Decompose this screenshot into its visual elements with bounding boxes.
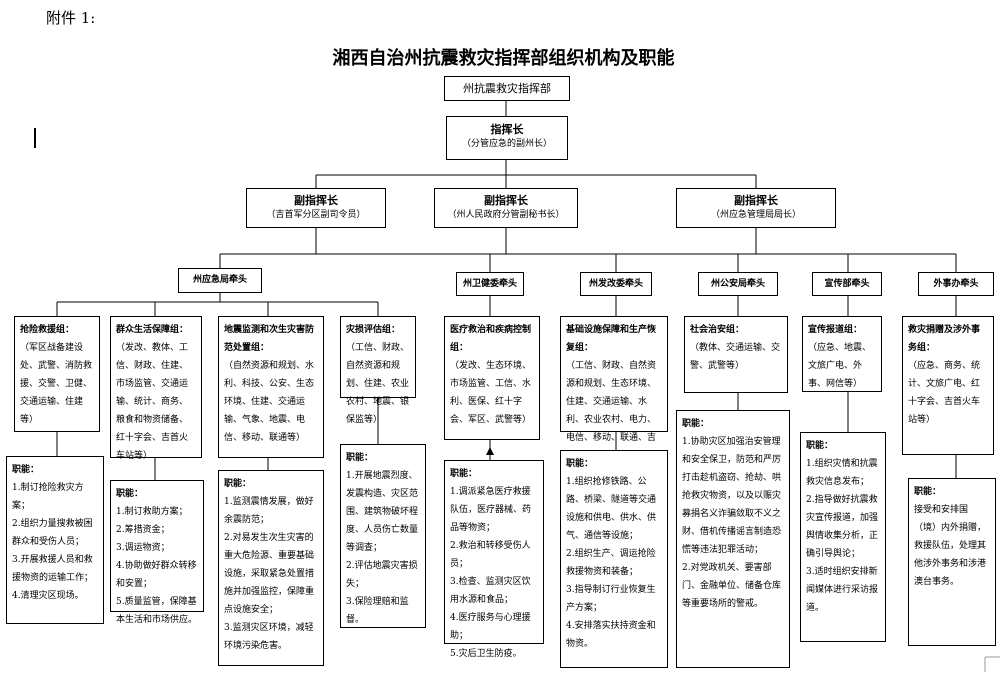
- duty-box-medical: 职能： 1.调派紧急医疗救援队伍，医疗器械、药品等物资； 2.救治和转移受伤人员…: [444, 460, 544, 659]
- commander-title: 指挥长: [490, 123, 524, 136]
- page-title: 湘西自治州抗震救灾指挥部组织机构及职能: [332, 48, 675, 69]
- group-members: （工信、财政、自然资源和规划、生态环境、住建、交通运输、水利、农业农村、电力、电…: [566, 361, 657, 461]
- deputy-box-3: 副指挥长 （州应急管理局局长）: [676, 188, 836, 228]
- group-members: （军区战备建设处、武警、消防救援、交警、卫健、交通运输、住建等）: [20, 343, 93, 425]
- hq-box: 州抗震救灾指挥部: [444, 76, 570, 101]
- group-members: （应急、商务、统计、文旅广电、红十字会、吉首火车站等）: [908, 361, 981, 425]
- deputy-subtitle: （吉首军分区副司令员）: [266, 210, 366, 220]
- group-box-livelihood: 群众生活保障组： （发改、教体、工信、财政、住建、市场监管、交通运输、统计、商务…: [110, 316, 202, 461]
- duty-box-livelihood: 职能： 1.制订救助方案； 2.筹措资金； 3.调运物资； 4.协助做好群众转移…: [110, 480, 204, 625]
- group-name: 抢险救援组：: [20, 325, 75, 335]
- commander-box: 指挥长 （分管应急的副州长）: [446, 116, 568, 160]
- deputy-title: 副指挥长: [734, 194, 778, 207]
- duty-box-assessment: 职能： 1.开展地震烈度、发震构造、灾区范围、建筑物破坏程度、人员伤亡数量等调查…: [340, 444, 426, 628]
- group-members: （发改、教体、工信、财政、住建、市场监管、交通运输、统计、商务、粮食和物资储备、…: [116, 343, 189, 461]
- lead-box-health: 州卫健委牵头: [456, 272, 524, 296]
- duty-text: 1.制订抢险救灾方案； 2.组织力量搜救被困群众和受伤人员； 3.开展救援人员和…: [12, 483, 94, 601]
- duty-label: 职能：: [346, 453, 374, 463]
- duty-label: 职能：: [566, 459, 594, 469]
- lead-box-foreign-affairs: 外事办牵头: [918, 272, 994, 296]
- duty-box-infrastructure: 职能： 1.组织抢修铁路、公路、桥梁、隧道等交通设施和供电、供水、供气、通信等设…: [560, 450, 668, 668]
- attachment-label: 附件 1:: [46, 9, 96, 27]
- duty-box-publicity: 职能： 1.组织灾情和抗震救灾信息发布； 2.指导做好抗震救灾宣传报道，加强舆情…: [800, 432, 886, 642]
- group-box-donation: 救灾捐赠及涉外事务组： （应急、商务、统计、文旅广电、红十字会、吉首火车站等）: [902, 316, 994, 455]
- duty-box-monitoring: 职能： 1.监测震情发展，做好余震防范； 2.对易发生次生灾害的重大危险源、重要…: [218, 470, 324, 666]
- deputy-subtitle: （州人民政府分管副秘书长）: [447, 210, 565, 220]
- duty-text: 1.监测震情发展，做好余震防范； 2.对易发生次生灾害的重大危险源、重要基础设施…: [224, 497, 315, 651]
- duty-text: 1.组织抢修铁路、公路、桥梁、隧道等交通设施和供电、供水、供气、通信等设施； 2…: [566, 477, 657, 649]
- lead-box-publicity: 宣传部牵头: [812, 272, 882, 296]
- group-name: 宣传报道组：: [808, 325, 863, 335]
- duty-label: 职能：: [450, 469, 478, 479]
- deputy-title: 副指挥长: [484, 194, 528, 207]
- group-box-assessment: 灾损评估组： （工信、财政、自然资源和规划、住建、农业农村、地震、银保监等）: [340, 316, 416, 425]
- group-box-infrastructure: 基础设施保障和生产恢复组： （工信、财政、自然资源和规划、生态环境、住建、交通运…: [560, 316, 668, 461]
- group-box-medical: 医疗救治和疾病控制组： （发改、生态环境、市场监管、工信、水利、医保、红十字会、…: [444, 316, 540, 440]
- duty-label: 职能：: [682, 419, 710, 429]
- duty-label: 职能：: [116, 489, 144, 499]
- group-name: 基础设施保障和生产恢复组：: [566, 325, 657, 353]
- duty-text: 1.制订救助方案； 2.筹措资金； 3.调运物资； 4.协助做好群众转移和安置；…: [116, 507, 198, 625]
- group-box-publicity: 宣传报道组： （应急、地震、文旅广电、外事、网信等）: [802, 316, 882, 392]
- duty-box-donation: 职能： 接受和安排国（境）内外捐赠，救援队伍，处理其他涉外事务和涉港澳台事务。: [908, 478, 996, 646]
- duty-box-security: 职能： 1.协助灾区加强治安管理和安全保卫，防范和严厉打击趁机盗窃、抢劫、哄抢救…: [676, 410, 790, 668]
- commander-subtitle: （分管应急的副州长）: [461, 139, 552, 149]
- group-name: 灾损评估组：: [346, 325, 401, 335]
- duty-text: 1.开展地震烈度、发震构造、灾区范围、建筑物破坏程度、人员伤亡数量等调查； 2.…: [346, 471, 419, 625]
- deputy-subtitle: （州应急管理局局长）: [710, 210, 801, 220]
- duty-text: 1.调派紧急医疗救援队伍，医疗器械、药品等物资； 2.救治和转移受伤人员； 3.…: [450, 487, 532, 659]
- group-name: 救灾捐赠及涉外事务组：: [908, 325, 981, 353]
- group-members: （应急、地震、文旅广电、外事、网信等）: [808, 343, 872, 389]
- duty-box-rescue: 职能： 1.制订抢险救灾方案； 2.组织力量搜救被困群众和受伤人员； 3.开展救…: [6, 456, 104, 624]
- group-name: 社会治安组：: [690, 325, 745, 335]
- text-cursor: [34, 128, 36, 148]
- lead-box-development: 州发改委牵头: [580, 272, 652, 296]
- group-members: （工信、财政、自然资源和规划、住建、农业农村、地震、银保监等）: [346, 343, 410, 425]
- group-name: 地震监测和次生灾害防范处置组：: [224, 325, 315, 353]
- duty-label: 职能：: [806, 441, 834, 451]
- duty-label: 职能：: [224, 479, 252, 489]
- group-box-monitoring: 地震监测和次生灾害防范处置组： （自然资源和规划、水利、科技、公安、生态环境、住…: [218, 316, 324, 458]
- lead-box-emergency: 州应急局牵头: [178, 268, 262, 293]
- duty-text: 1.协助灾区加强治安管理和安全保卫，防范和严厉打击趁机盗窃、抢劫、哄抢救灾物资，…: [682, 437, 782, 609]
- group-name: 群众生活保障组：: [116, 325, 189, 335]
- group-box-rescue: 抢险救援组： （军区战备建设处、武警、消防救援、交警、卫健、交通运输、住建等）: [14, 316, 100, 432]
- group-members: （自然资源和规划、水利、科技、公安、生态环境、住建、交通运输、气象、地震、电信、…: [224, 361, 315, 443]
- group-members: （发改、生态环境、市场监管、工信、水利、医保、红十字会、军区、武警等）: [450, 361, 532, 425]
- deputy-box-2: 副指挥长 （州人民政府分管副秘书长）: [434, 188, 578, 228]
- lead-box-police: 州公安局牵头: [698, 272, 778, 296]
- deputy-title: 副指挥长: [294, 194, 338, 207]
- duty-label: 职能：: [12, 465, 40, 475]
- group-box-security: 社会治安组： （教体、交通运输、交警、武警等）: [684, 316, 788, 393]
- duty-text: 接受和安排国（境）内外捐赠，救援队伍，处理其他涉外事务和涉港澳台事务。: [914, 505, 987, 587]
- duty-text: 1.组织灾情和抗震救灾信息发布； 2.指导做好抗震救灾宣传报道，加强舆情收集分析…: [806, 459, 879, 613]
- group-name: 医疗救治和疾病控制组：: [450, 325, 532, 353]
- duty-label: 职能：: [914, 487, 942, 497]
- deputy-box-1: 副指挥长 （吉首军分区副司令员）: [246, 188, 386, 228]
- group-members: （教体、交通运输、交警、武警等）: [690, 343, 781, 371]
